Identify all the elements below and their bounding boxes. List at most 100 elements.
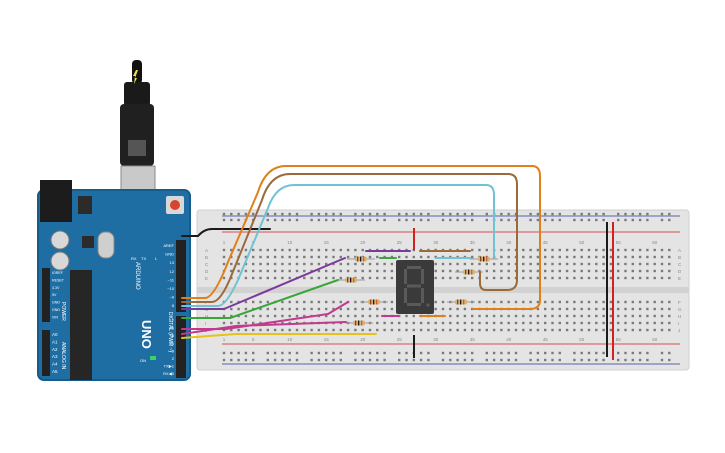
breadboard-hole[interactable]	[244, 321, 248, 325]
breadboard-hole[interactable]	[471, 248, 474, 252]
breadboard-hole[interactable]	[573, 328, 576, 332]
breadboard-hole[interactable]	[252, 314, 255, 318]
breadboard-hole[interactable]	[376, 262, 379, 266]
breadboard-hole[interactable]	[273, 358, 277, 362]
breadboard-hole[interactable]	[485, 358, 488, 362]
breadboard-hole[interactable]	[332, 255, 335, 259]
breadboard-hole[interactable]	[485, 248, 488, 252]
breadboard-hole[interactable]	[500, 218, 503, 222]
breadboard-hole[interactable]	[361, 307, 364, 311]
breadboard-hole[interactable]	[390, 300, 394, 304]
breadboard-hole[interactable]	[412, 328, 415, 332]
breadboard-hole[interactable]	[660, 351, 664, 355]
breadboard-hole[interactable]	[310, 212, 313, 216]
breadboard-hole[interactable]	[660, 262, 664, 266]
breadboard-hole[interactable]	[244, 300, 248, 304]
breadboard-hole[interactable]	[536, 328, 540, 332]
breadboard-hole[interactable]	[602, 358, 605, 362]
breadboard-hole[interactable]	[332, 276, 335, 280]
breadboard-hole[interactable]	[646, 269, 649, 273]
breadboard-hole[interactable]	[288, 212, 291, 216]
breadboard-hole[interactable]	[631, 307, 634, 311]
breadboard-hole[interactable]	[492, 314, 496, 318]
breadboard-hole[interactable]	[587, 269, 591, 273]
breadboard-hole[interactable]	[434, 328, 437, 332]
breadboard-hole[interactable]	[646, 218, 649, 222]
breadboard-hole[interactable]	[281, 269, 284, 273]
breadboard-hole[interactable]	[317, 328, 321, 332]
wire-brown[interactable]	[181, 173, 518, 303]
breadboard-hole[interactable]	[536, 255, 540, 259]
breadboard-hole[interactable]	[230, 351, 233, 355]
wire-magenta-2[interactable]	[181, 321, 347, 335]
breadboard-hole[interactable]	[346, 314, 350, 318]
breadboard-hole[interactable]	[595, 248, 598, 252]
breadboard-hole[interactable]	[624, 358, 627, 362]
breadboard-hole[interactable]	[332, 307, 335, 311]
breadboard-hole[interactable]	[339, 248, 342, 252]
breadboard-hole[interactable]	[230, 300, 233, 304]
breadboard-hole[interactable]	[668, 351, 671, 355]
breadboard-hole[interactable]	[456, 314, 459, 318]
breadboard-hole[interactable]	[536, 212, 540, 216]
breadboard-hole[interactable]	[485, 276, 488, 280]
breadboard-hole[interactable]	[463, 358, 467, 362]
seven-segment-display[interactable]: 8	[0, 0, 434, 314]
breadboard-hole[interactable]	[390, 321, 394, 325]
breadboard-hole[interactable]	[273, 321, 277, 325]
breadboard-hole[interactable]	[376, 269, 379, 273]
breadboard-hole[interactable]	[376, 351, 379, 355]
breadboard-hole[interactable]	[565, 262, 569, 266]
breadboard-hole[interactable]	[558, 255, 561, 259]
breadboard-hole[interactable]	[500, 269, 503, 273]
breadboard-hole[interactable]	[295, 262, 299, 266]
breadboard-hole[interactable]	[536, 269, 540, 273]
breadboard-hole[interactable]	[609, 300, 613, 304]
breadboard-hole[interactable]	[558, 300, 561, 304]
breadboard-hole[interactable]	[295, 248, 299, 252]
breadboard-hole[interactable]	[500, 300, 503, 304]
breadboard-hole[interactable]	[551, 307, 554, 311]
breadboard-hole[interactable]	[551, 218, 554, 222]
breadboard-hole[interactable]	[339, 351, 342, 355]
breadboard-hole[interactable]	[266, 262, 269, 266]
breadboard-hole[interactable]	[653, 248, 656, 252]
breadboard-hole[interactable]	[646, 321, 649, 325]
breadboard-hole[interactable]	[456, 358, 459, 362]
breadboard-hole[interactable]	[244, 351, 248, 355]
breadboard-hole[interactable]	[419, 255, 423, 259]
breadboard-hole[interactable]	[361, 314, 364, 318]
breadboard-hole[interactable]	[638, 269, 642, 273]
breadboard-hole[interactable]	[405, 358, 408, 362]
breadboard-hole[interactable]	[660, 218, 664, 222]
breadboard-hole[interactable]	[514, 314, 518, 318]
breadboard-hole[interactable]	[346, 262, 350, 266]
breadboard-hole[interactable]	[390, 328, 394, 332]
breadboard-hole[interactable]	[295, 212, 299, 216]
breadboard-hole[interactable]	[617, 307, 620, 311]
breadboard-hole[interactable]	[507, 314, 510, 318]
breadboard-hole[interactable]	[500, 314, 503, 318]
breadboard-hole[interactable]	[405, 314, 408, 318]
breadboard-hole[interactable]	[646, 307, 649, 311]
breadboard-hole[interactable]	[617, 358, 620, 362]
breadboard-hole[interactable]	[449, 218, 452, 222]
breadboard-hole[interactable]	[595, 262, 598, 266]
breadboard-hole[interactable]	[368, 276, 372, 280]
breadboard-hole[interactable]	[668, 248, 671, 252]
breadboard-hole[interactable]	[376, 276, 379, 280]
breadboard-hole[interactable]	[398, 351, 401, 355]
breadboard-hole[interactable]	[434, 300, 437, 304]
breadboard-hole[interactable]	[660, 248, 664, 252]
breadboard-hole[interactable]	[295, 328, 299, 332]
breadboard-hole[interactable]	[230, 314, 233, 318]
breadboard-hole[interactable]	[463, 351, 467, 355]
breadboard-hole[interactable]	[310, 248, 313, 252]
breadboard-hole[interactable]	[288, 321, 291, 325]
breadboard-hole[interactable]	[485, 328, 488, 332]
breadboard-hole[interactable]	[624, 328, 627, 332]
breadboard-hole[interactable]	[303, 328, 306, 332]
breadboard-hole[interactable]	[478, 262, 481, 266]
breadboard-hole[interactable]	[266, 248, 269, 252]
breadboard-hole[interactable]	[580, 328, 583, 332]
